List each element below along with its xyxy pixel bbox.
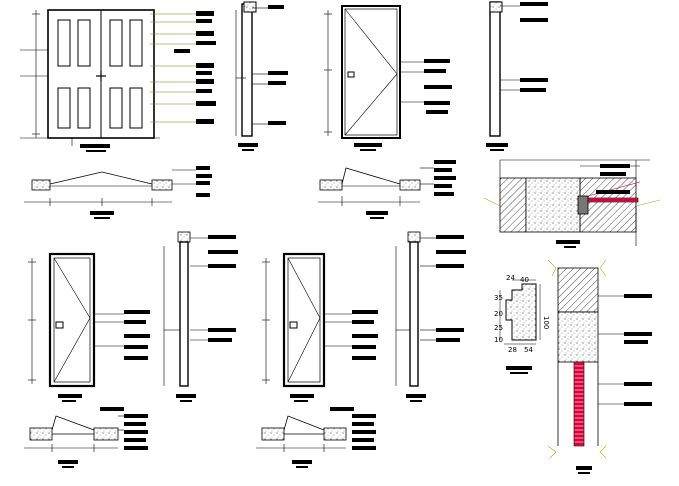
plan-section-double [24,169,196,206]
plan-section-single [318,167,434,206]
plan-single-labels [366,160,456,219]
tall-jamb-section [547,259,624,459]
vertical-section-4 [395,231,436,387]
single-door-left-labels [58,310,150,402]
frame-profile-detail [499,279,541,345]
double-door-label-blocks [80,11,216,152]
single-door-elevation-left [28,252,124,388]
tall-jamb-labels [576,294,652,474]
dim-top-left: 24 [506,274,515,282]
single-door-top-labels [354,59,452,151]
vertical-section-3-labels [176,235,238,402]
plan-double-labels [90,166,212,219]
dim-side-d: 10 [494,336,503,344]
vertical-section-1-labels [238,5,288,151]
plan-bottom-left-labels [58,407,148,468]
plan-section-bottom-left [24,415,124,452]
plan-bottom-middle-labels [292,407,376,468]
frame-profile-dimension-text: 24 40 35 20 25 10 28 54 100 [494,274,550,354]
dim-bottom-left: 28 [508,346,517,354]
dim-top-right: 40 [520,276,529,284]
single-door-elevation-middle [262,252,352,388]
dim-side-a: 35 [494,294,503,302]
vertical-section-1 [235,1,268,137]
dim-side-b: 20 [494,310,503,318]
double-door-elevation [20,9,160,146]
plan-section-bottom-middle [256,415,347,452]
frame-wall-labels [556,164,630,248]
frame-wall-detail [483,159,661,246]
vertical-section-3 [163,231,208,387]
single-door-middle-labels [290,310,378,402]
frame-profile-labels [506,366,532,374]
vertical-section-4-labels [406,235,466,402]
dim-side-c: 25 [494,324,503,332]
dim-bottom-right: 54 [524,346,533,354]
vertical-section-2 [489,1,520,137]
single-door-elevation-top [324,5,424,139]
dim-height: 100 [542,316,550,329]
double-door-leaders [150,13,196,123]
vertical-section-2-labels [486,2,548,151]
